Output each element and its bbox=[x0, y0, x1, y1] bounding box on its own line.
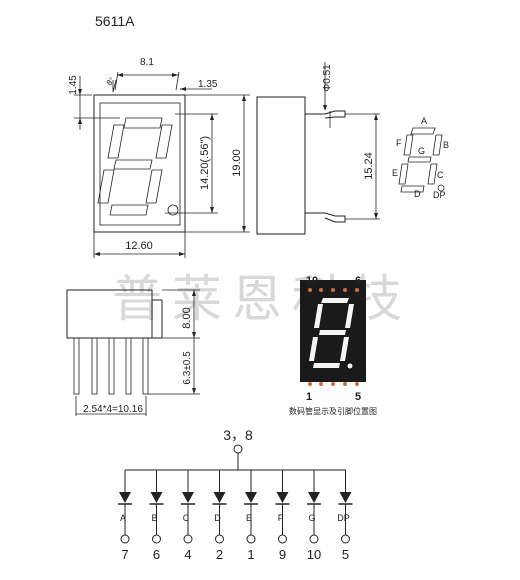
pin-number-1: 1 bbox=[247, 547, 254, 562]
segment-label-d: D bbox=[214, 513, 221, 523]
dim-pin-length: 6.3±0.5 bbox=[182, 351, 193, 385]
segment-legend: A B C D E F G DP bbox=[392, 116, 449, 200]
front-digit-outline bbox=[97, 117, 173, 216]
legend-label-f: F bbox=[396, 138, 402, 148]
front-dp-dot bbox=[167, 204, 179, 216]
segment-label-f: F bbox=[278, 513, 284, 523]
diode-d: D2 bbox=[212, 470, 227, 562]
dim-width-top: 8.1 bbox=[140, 57, 154, 68]
pin-number-10: 10 bbox=[307, 547, 321, 562]
dim-pin-span: 15.24 bbox=[363, 152, 375, 180]
pin-number-7: 7 bbox=[121, 547, 128, 562]
pin-number-2: 2 bbox=[216, 547, 223, 562]
legend-label-a: A bbox=[421, 116, 427, 126]
photo-top-pin-dots bbox=[308, 288, 359, 292]
photo-pin-5: 5 bbox=[355, 391, 361, 403]
front-body-outline bbox=[93, 94, 186, 233]
diode-f: F9 bbox=[275, 470, 290, 562]
dim-top-offset: 1.45 bbox=[68, 75, 79, 95]
part-number: 5611A bbox=[95, 13, 135, 29]
front-display-window bbox=[99, 102, 181, 226]
segment-label-a: A bbox=[120, 513, 126, 523]
common-anode-terminal bbox=[233, 444, 243, 454]
dim-pin-diameter: Φ0.51 bbox=[322, 64, 333, 92]
bottom-pins bbox=[73, 337, 149, 395]
photo-pin-10: 10 bbox=[306, 275, 318, 287]
dim-right-offset: 1.35 bbox=[198, 79, 218, 90]
dim-pitch: 2.54*4=10.16 bbox=[83, 404, 143, 415]
watermark: 普莱恩科技 bbox=[112, 271, 412, 327]
dim-digit-height: 14.20(.56") bbox=[199, 136, 211, 190]
photo-pin-1: 1 bbox=[306, 391, 312, 403]
segment-label-dp: DP bbox=[337, 513, 350, 523]
legend-label-e: E bbox=[392, 168, 398, 178]
diode-a: A7 bbox=[118, 470, 132, 562]
dim-body-height: 19.00 bbox=[231, 149, 243, 177]
photo-caption: 数码管显示及引脚位置图 bbox=[289, 406, 377, 416]
segment-label-c: C bbox=[183, 513, 190, 523]
segment-label-b: B bbox=[151, 513, 157, 523]
front-view: 8.1 8° 1.35 1.45 14.20(.56") 19.00 bbox=[68, 57, 250, 258]
diode-g: G 10 bbox=[307, 470, 321, 562]
dim-slant: 8° bbox=[105, 76, 117, 88]
legend-label-g: G bbox=[418, 146, 425, 156]
legend-label-b: B bbox=[443, 140, 449, 150]
diode-e: E1 bbox=[244, 470, 258, 562]
diode-b: B6 bbox=[149, 470, 164, 562]
dim-body-depth: 8.00 bbox=[181, 307, 193, 328]
pin-number-4: 4 bbox=[184, 547, 191, 562]
diode-c: C4 bbox=[181, 470, 195, 562]
diode-dp: DP 5 bbox=[337, 470, 353, 562]
legend-label-d: D bbox=[414, 189, 421, 199]
pin-number-6: 6 bbox=[153, 547, 160, 562]
side-view: Φ0.51 15.24 bbox=[256, 62, 380, 235]
legend-label-c: C bbox=[437, 170, 444, 180]
segment-label-g: G bbox=[308, 513, 315, 523]
photo-pin-6: 6 bbox=[355, 275, 361, 287]
photo-digit-8 bbox=[309, 298, 354, 368]
pin-number-5: 5 bbox=[342, 547, 349, 562]
legend-label-dp: DP bbox=[433, 190, 446, 200]
pin-number-9: 9 bbox=[279, 547, 286, 562]
photo-bottom-pin-dots bbox=[308, 382, 359, 386]
display-photo: 10 6 1 5 数码管显示及引脚位置图 bbox=[289, 275, 377, 416]
bottom-view: 8.00 6.3±0.5 2.54*4=10.16 bbox=[66, 289, 200, 416]
segment-label-e: E bbox=[246, 513, 252, 523]
dim-body-width: 12.60 bbox=[125, 240, 153, 252]
side-body-outline bbox=[256, 96, 306, 235]
circuit-common-pins: 3，8 bbox=[223, 427, 253, 443]
photo-dp bbox=[347, 363, 353, 369]
